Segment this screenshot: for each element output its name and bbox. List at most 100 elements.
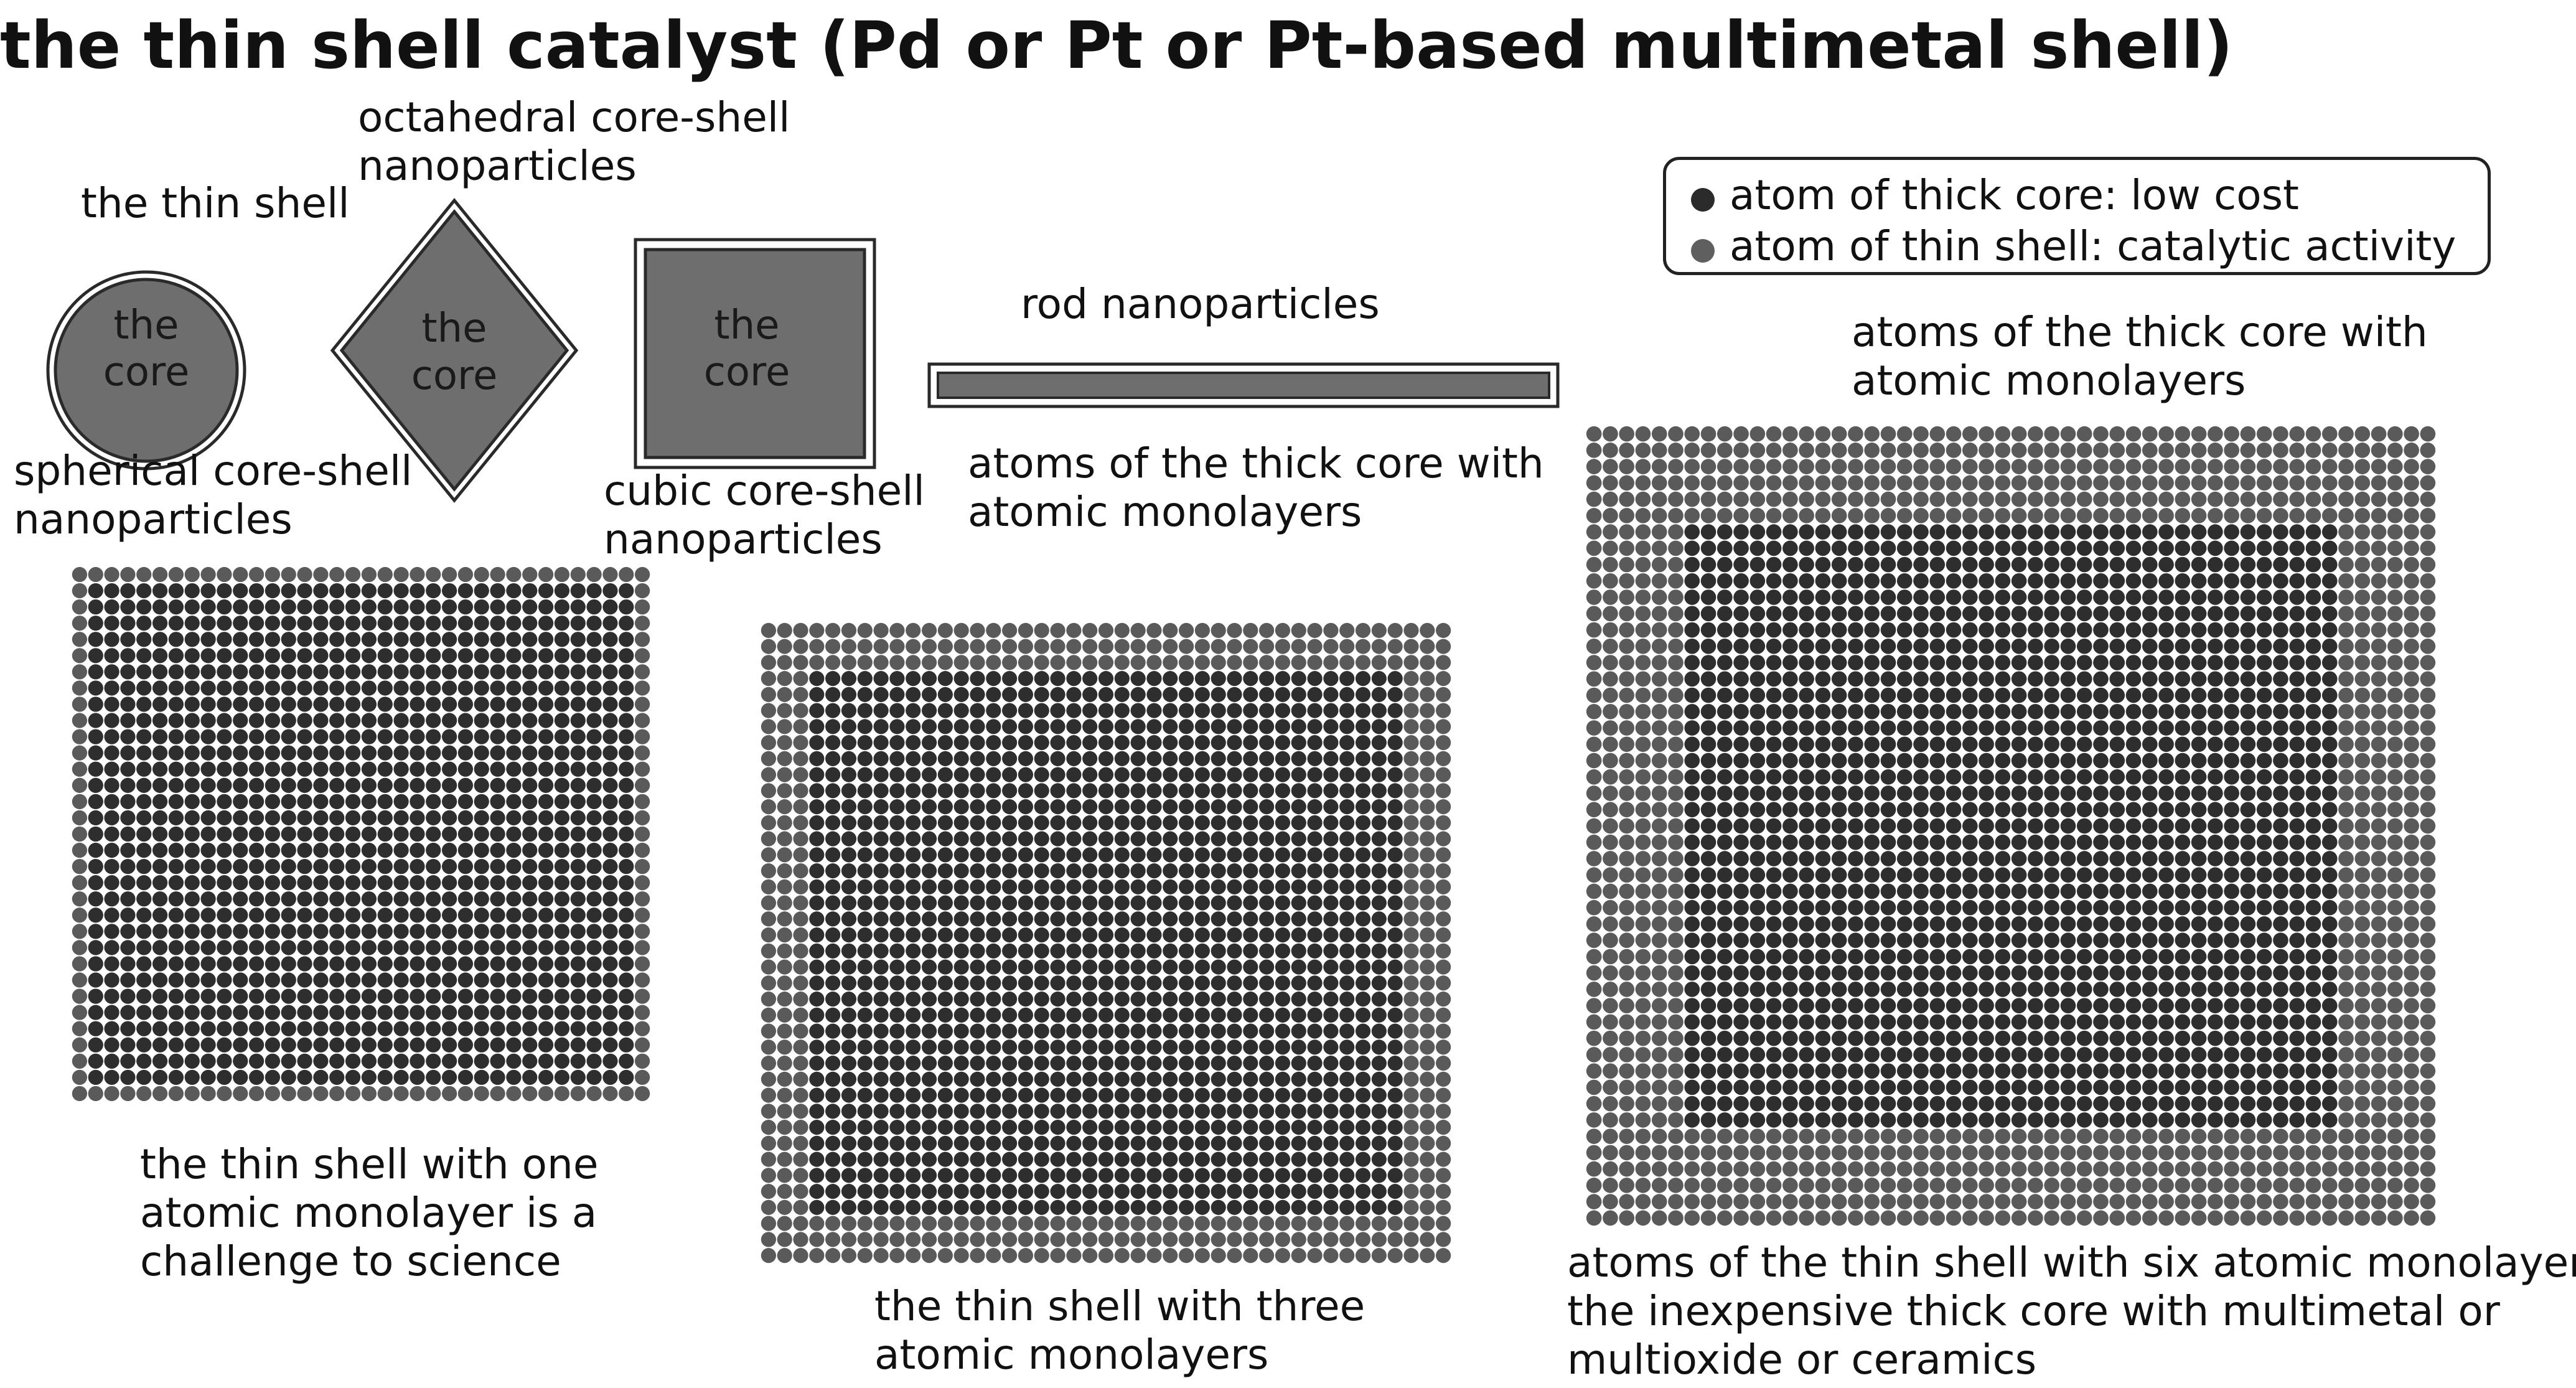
core-atom [857,735,873,751]
core-atom [2125,916,2142,932]
core-atom [1387,959,1403,975]
core-atom [554,696,570,712]
core-atom [986,815,1001,830]
core-atom [2093,753,2109,769]
core-atom [1864,785,1880,801]
core-atom [474,599,489,615]
shell-atom [2354,589,2371,605]
core-atom [217,664,232,680]
core-atom [1717,720,1733,736]
atom-lattice [1586,426,2436,1226]
core-atom [986,975,1001,991]
shell-atom [1864,491,1880,507]
cube-core-label-1: the [714,302,780,349]
core-atom [1002,1007,1018,1023]
shell-atom [1163,1216,1178,1231]
shell-atom [457,1086,474,1102]
core-atom [2256,998,2272,1014]
core-atom [2191,589,2207,605]
shell-atom [2387,818,2403,834]
core-atom [586,842,602,858]
core-atom [2208,736,2223,753]
shell-atom [1635,851,1651,866]
core-atom [2191,769,2207,785]
core-atom [1766,1014,1782,1030]
core-atom [1913,998,1929,1014]
core-atom [1018,1071,1034,1087]
core-atom [1339,927,1355,943]
core-atom [410,858,425,875]
core-atom [953,783,969,799]
core-atom [1880,899,1896,916]
shell-atom [2371,769,2387,785]
core-atom [1194,1168,1210,1183]
core-atom [1275,911,1291,927]
core-atom [457,648,474,664]
core-atom [841,783,857,799]
octahedron-core-label-2: core [411,353,498,399]
core-atom [1946,1047,1962,1062]
core-atom [1211,687,1226,702]
core-atom [857,911,873,927]
shell-atom [761,719,777,734]
core-atom [1896,769,1913,785]
core-atom [1050,992,1066,1007]
core-atom [2011,769,2027,785]
shell-atom [2404,818,2419,834]
shell-atom [1403,639,1419,654]
core-atom [1962,949,1978,965]
core-atom [2305,802,2321,818]
core-atom [1831,998,1847,1014]
shell-atom [857,1248,873,1264]
core-atom [2109,540,2125,556]
core-atom [937,1023,953,1039]
shell-atom [2404,556,2419,573]
core-atom [1387,1087,1403,1103]
core-atom [2240,851,2256,866]
core-atom [1355,815,1371,830]
core-atom [921,1039,937,1055]
core-atom [1259,1039,1275,1055]
core-atom [2044,622,2060,638]
shell-atom [1420,639,1435,654]
core-atom [2109,1030,2125,1046]
shell-atom [2371,899,2387,916]
shell-atom [1002,1248,1018,1264]
shell-atom [1782,426,1798,442]
shell-atom [1635,426,1651,442]
core-atom [825,943,841,959]
core-atom [1098,1151,1114,1167]
core-atom [281,1021,296,1036]
core-atom [345,696,361,712]
shell-atom [777,767,792,782]
core-atom [88,583,103,599]
core-atom [200,826,216,842]
shell-atom [72,1086,88,1102]
core-atom [1163,783,1178,799]
shell-atom [761,879,777,894]
shell-atom [1435,1248,1451,1264]
shell-atom [1211,1216,1226,1231]
core-atom [104,1053,119,1069]
shell-atom [1668,638,1684,654]
core-atom [1733,769,1749,785]
core-atom [120,616,136,631]
core-atom [986,799,1001,815]
core-atom [841,799,857,815]
core-atom [2060,818,2076,834]
core-atom [2044,899,2060,916]
core-atom [2256,671,2272,687]
core-atom [1146,735,1162,751]
core-atom [1962,687,1978,703]
shell-atom [1831,475,1847,491]
shell-atom [1603,932,1618,949]
core-atom [2305,785,2321,801]
core-atom [2289,720,2305,736]
core-atom [873,1007,889,1023]
core-atom [570,616,586,631]
core-atom [2109,622,2125,638]
shell-atom [281,1086,296,1102]
core-atom [184,956,200,972]
core-atom [2224,834,2239,850]
shell-atom [522,1086,538,1102]
